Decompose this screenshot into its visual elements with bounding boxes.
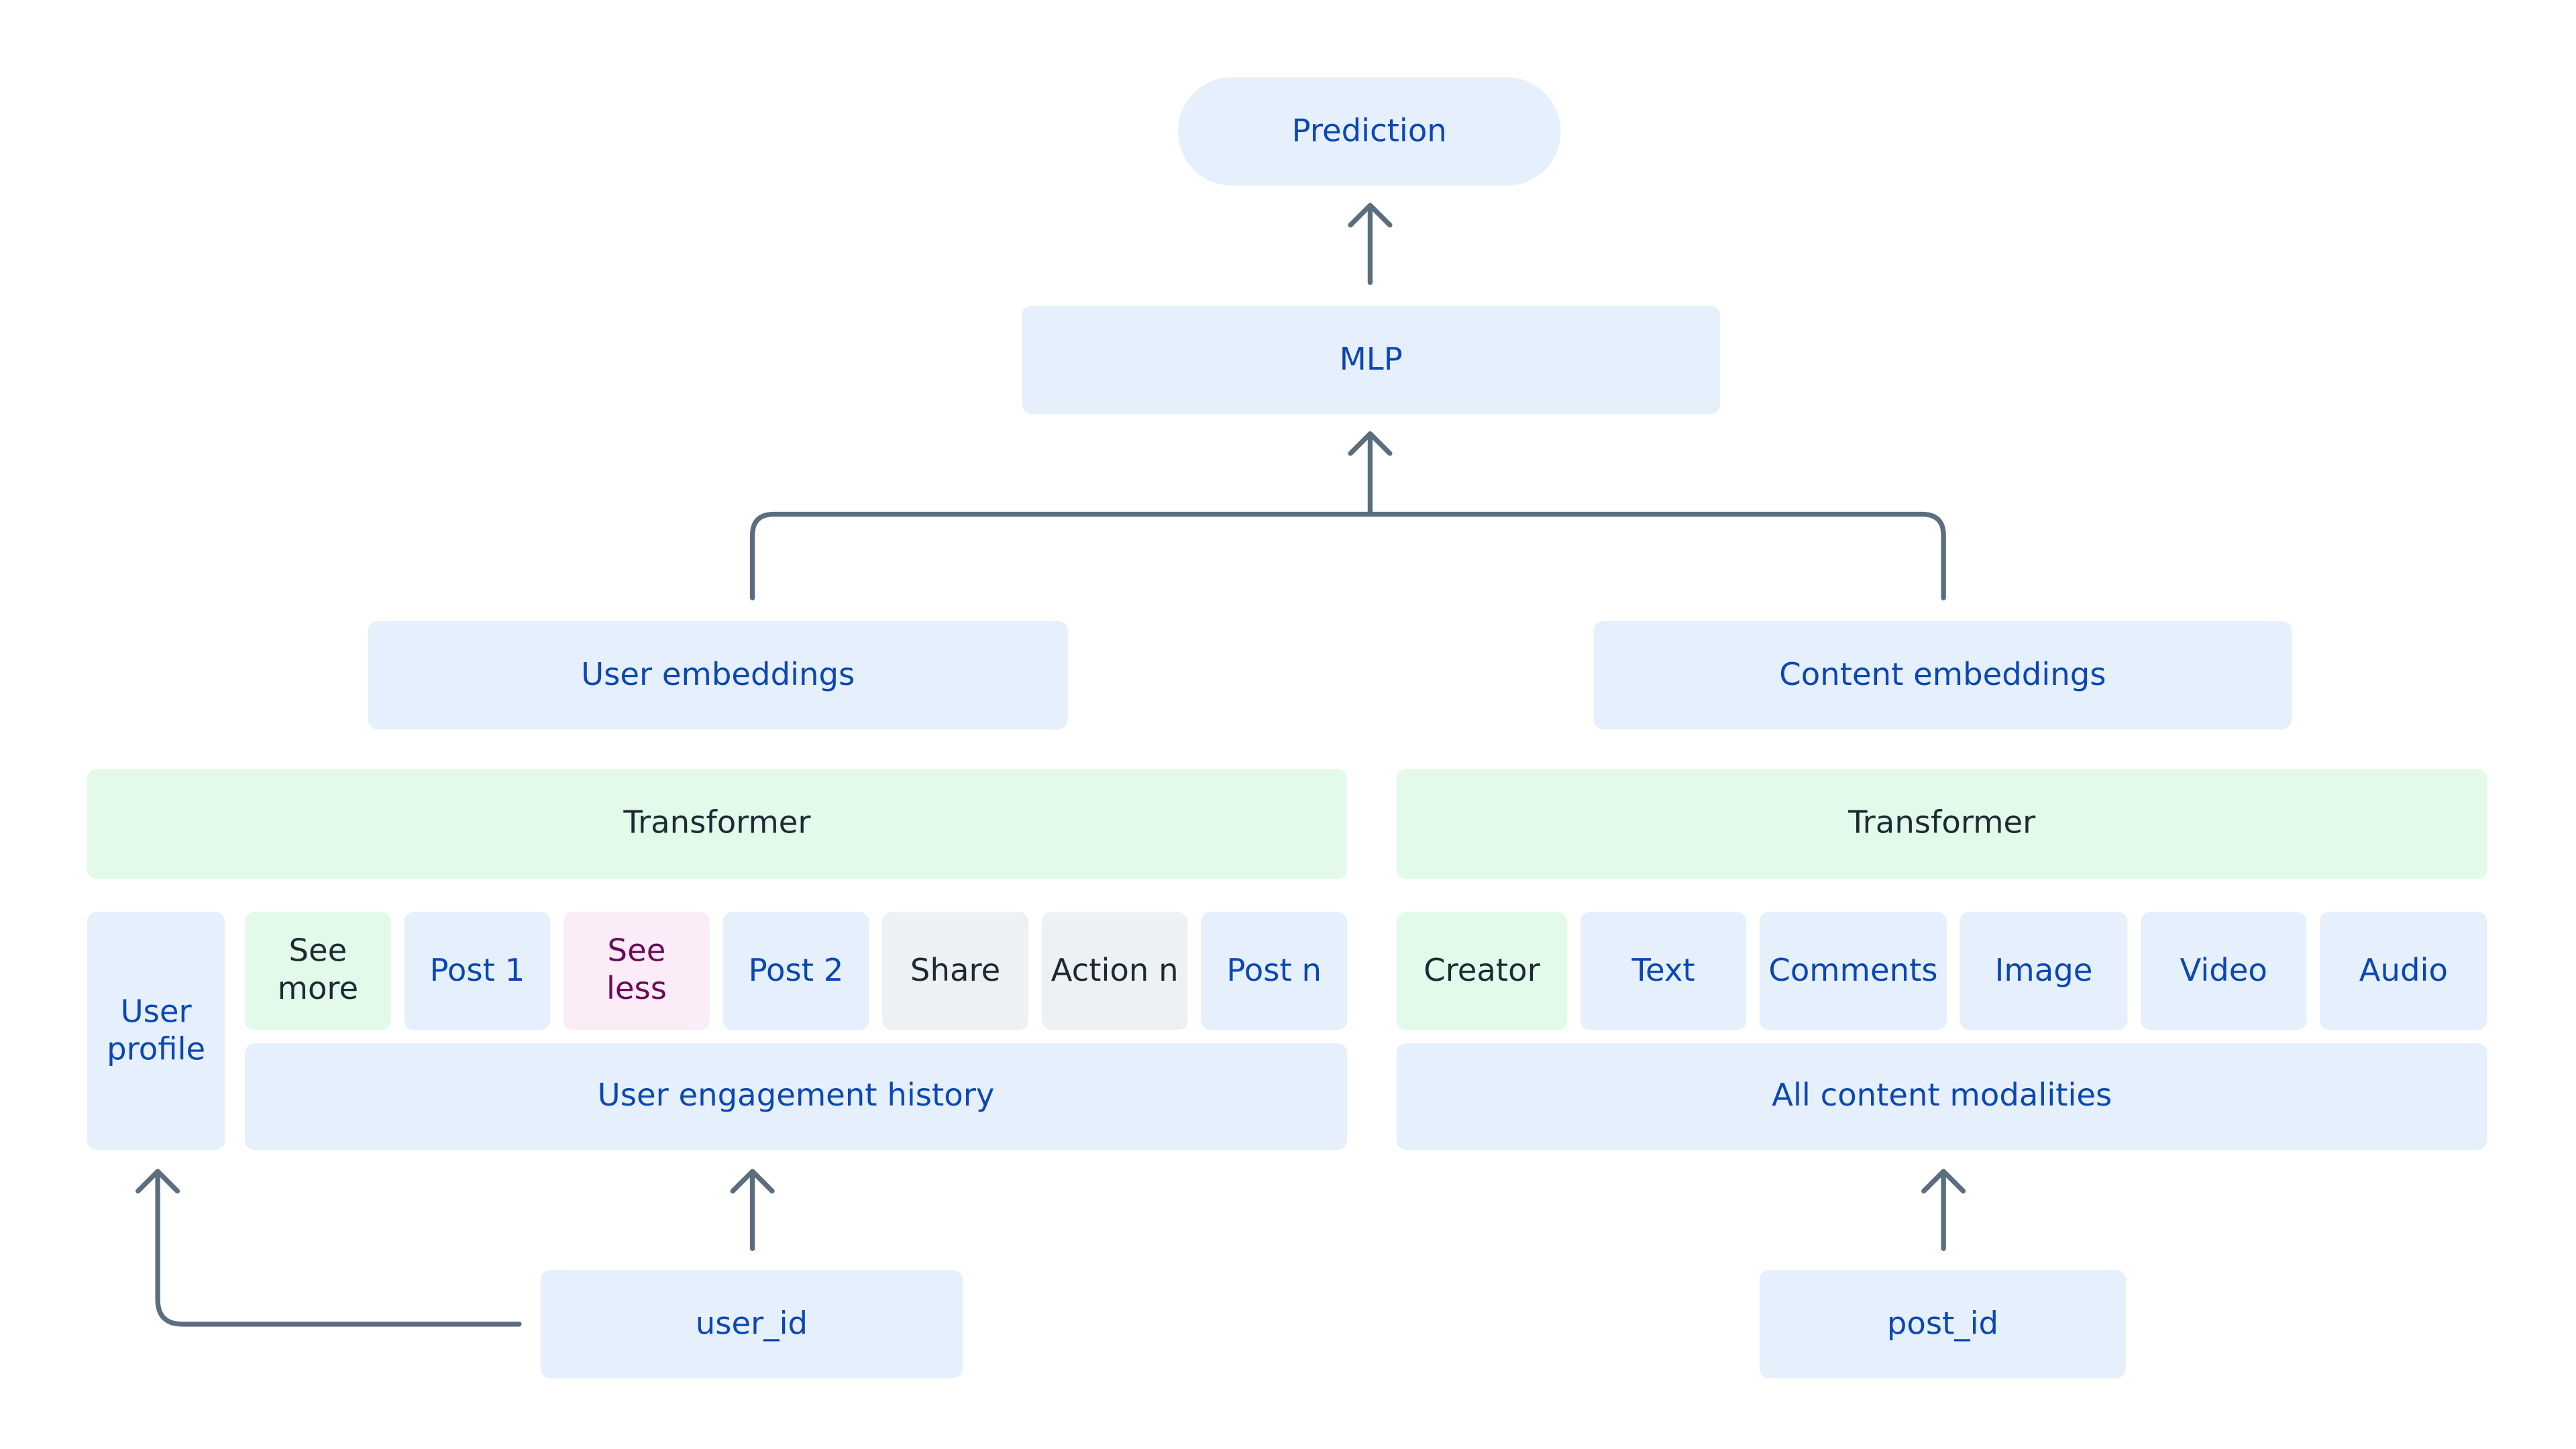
token-audio: Audio	[2319, 912, 2487, 1030]
token-comments: Comments	[1759, 912, 1947, 1030]
user-engagement-history-node: User engagement history	[244, 1043, 1348, 1150]
arrow-userid-to-profile	[136, 1169, 522, 1327]
all-content-modalities-node: All content modalities	[1396, 1043, 2487, 1150]
token-creator: Creator	[1396, 912, 1568, 1030]
token-text: Text	[1580, 912, 1747, 1030]
user-id-node: user_id	[540, 1270, 963, 1379]
token-share: Share	[882, 912, 1029, 1030]
token-post-n: Post n	[1201, 912, 1348, 1030]
user-profile-node: User profile	[87, 912, 225, 1150]
token-see-more: See more	[244, 912, 391, 1030]
user-transformer-node: Transformer	[87, 769, 1348, 879]
mlp-node: MLP	[1022, 305, 1721, 415]
arrow-merge-to-mlp	[1348, 431, 1393, 515]
content-embeddings-node: Content embeddings	[1593, 621, 2292, 730]
prediction-node: Prediction	[1177, 77, 1561, 186]
arrow-userid-to-history	[730, 1169, 775, 1251]
user-embeddings-node: User embeddings	[368, 621, 1068, 730]
arrow-mlp-to-prediction	[1348, 203, 1393, 285]
content-transformer-node: Transformer	[1396, 769, 2487, 879]
token-action-n: Action n	[1041, 912, 1188, 1030]
arrow-postid-to-modalities	[1921, 1169, 1966, 1251]
token-see-less: See less	[564, 912, 710, 1030]
branch-connector	[749, 511, 1946, 601]
token-post-1: Post 1	[404, 912, 551, 1030]
token-video: Video	[2141, 912, 2307, 1030]
post-id-node: post_id	[1759, 1270, 2127, 1379]
token-image: Image	[1960, 912, 2128, 1030]
token-post-2: Post 2	[722, 912, 869, 1030]
